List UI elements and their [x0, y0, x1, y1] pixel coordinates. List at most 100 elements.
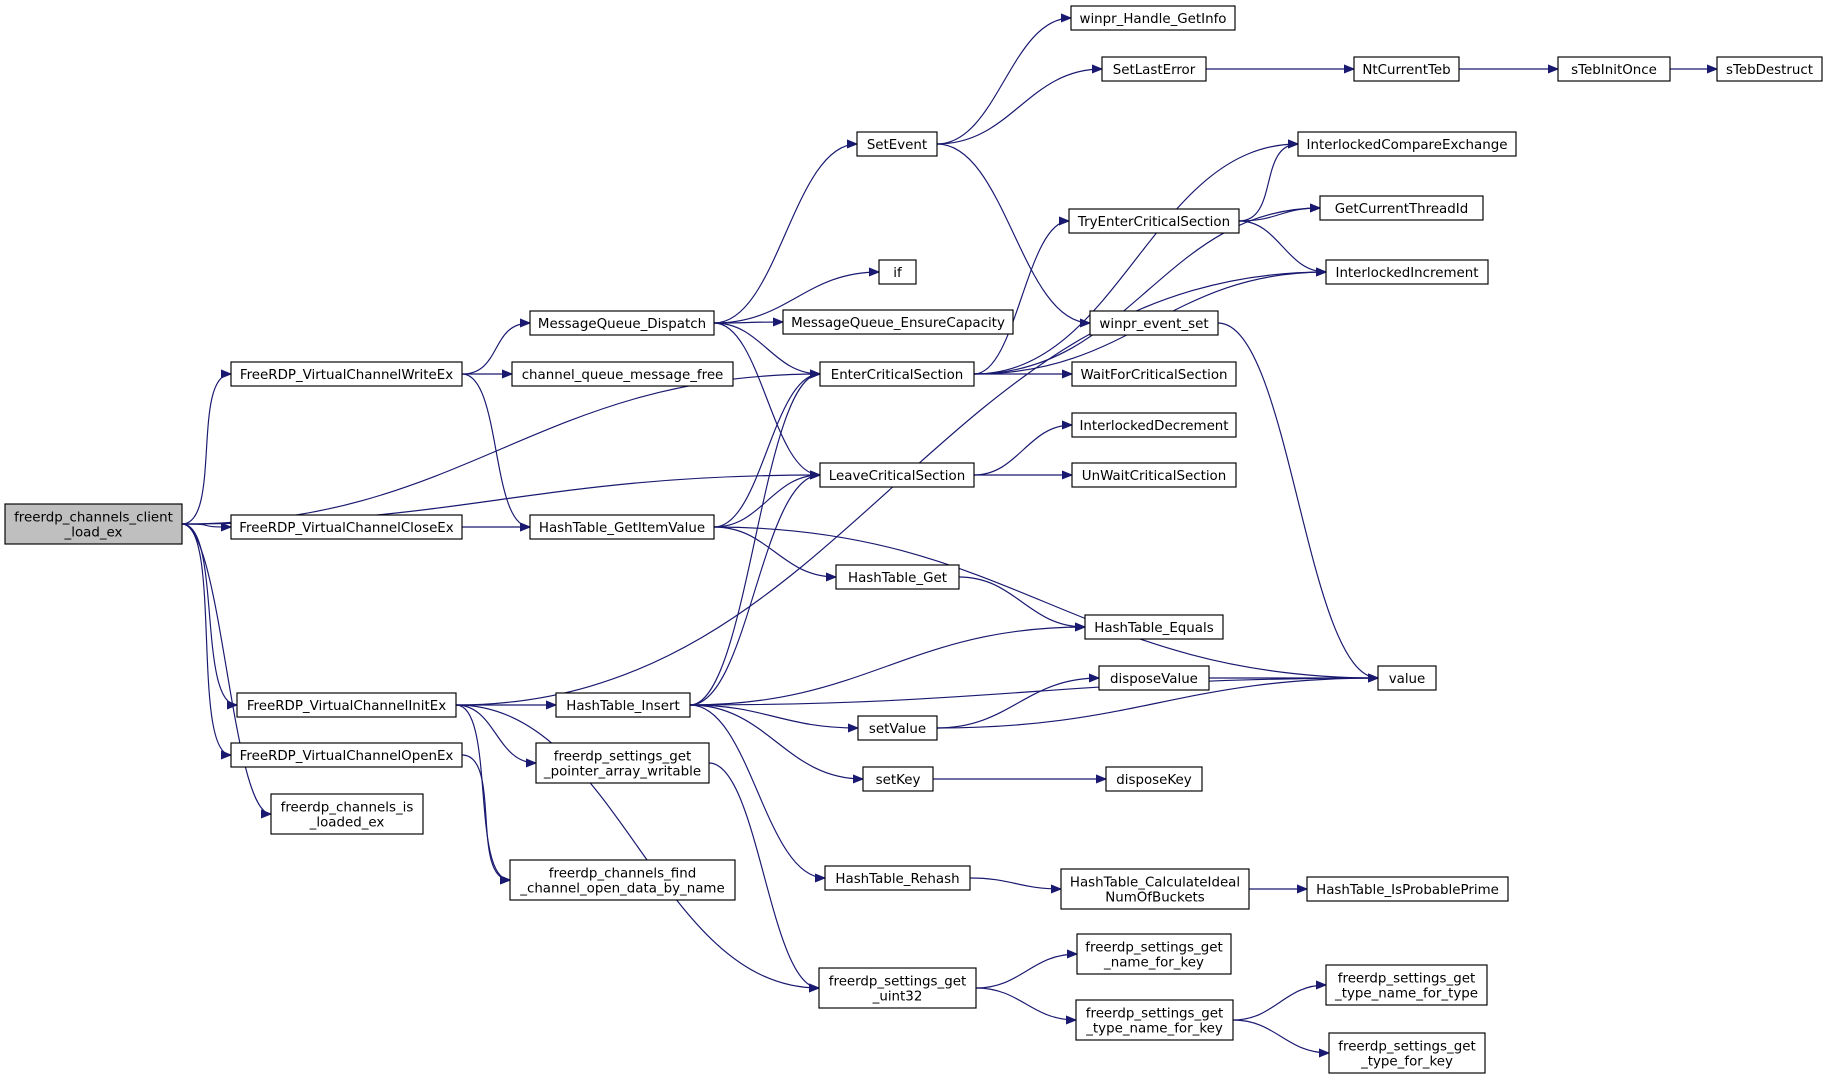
node-disposekey[interactable]: disposeKey — [1105, 766, 1203, 792]
node-root[interactable]: freerdp_channels_client_load_ex — [4, 503, 183, 545]
node-label: HashTable_Equals — [1094, 621, 1213, 636]
edge-leavecs-to-ildec — [973, 425, 1072, 476]
edge — [713, 374, 820, 528]
node-fsname[interactable]: freerdp_settings_get_name_for_key — [1076, 933, 1232, 975]
node-writeex[interactable]: FreeRDP_VirtualChannelWriteEx — [230, 361, 463, 387]
node-box — [529, 514, 715, 540]
edge — [713, 322, 820, 374]
node-label: FreeRDP_VirtualChannelCloseEx — [239, 521, 453, 536]
node-htequals[interactable]: HashTable_Equals — [1084, 614, 1224, 640]
node-label: HashTable_GetItemValue — [539, 521, 705, 536]
node-winprhandle[interactable]: winpr_Handle_GetInfo — [1070, 5, 1236, 31]
edge — [461, 373, 531, 527]
node-fstypename[interactable]: freerdp_settings_get_type_name_for_key — [1075, 999, 1234, 1041]
node-label: sTebInitOnce — [1571, 63, 1657, 78]
node-box — [1353, 56, 1460, 82]
edge — [455, 272, 1326, 706]
edge-htinsert-to-value — [689, 678, 1378, 706]
node-label: HashTable_Insert — [566, 699, 679, 714]
edge-htgetitem-to-htget — [713, 526, 836, 577]
node-leavecs[interactable]: LeaveCriticalSection — [819, 462, 975, 488]
node-box — [1105, 766, 1203, 792]
node-label: UnWaitCriticalSection — [1082, 469, 1226, 484]
edge — [713, 272, 879, 324]
node-box — [782, 309, 1014, 335]
node-box — [835, 564, 960, 590]
node-label: _type_name_for_key — [1085, 1022, 1223, 1037]
edge-writeex-to-htgetitem — [461, 373, 531, 527]
node-htisprime[interactable]: HashTable_IsProbablePrime — [1306, 876, 1509, 902]
edge — [973, 144, 1298, 375]
edge-setvalue-to-value — [936, 678, 1378, 729]
node-setlasterror[interactable]: SetLastError — [1101, 56, 1207, 82]
edge — [713, 322, 820, 475]
edge — [1232, 985, 1326, 1021]
edge-root-to-isloaded — [181, 523, 272, 814]
node-setkey[interactable]: setKey — [862, 766, 934, 792]
node-label: freerdp_settings_get — [829, 975, 966, 990]
node-label: SetEvent — [867, 138, 927, 153]
node-openex[interactable]: FreeRDP_VirtualChannelOpenEx — [230, 742, 463, 768]
node-stebdestruct[interactable]: sTebDestruct — [1716, 56, 1823, 82]
edge-winpreventset-to-value — [1217, 322, 1378, 678]
edge-tryentercs-to-getthreadid — [1238, 208, 1320, 222]
node-stebinit[interactable]: sTebInitOnce — [1557, 56, 1671, 82]
node-label: FreeRDP_VirtualChannelOpenEx — [240, 749, 454, 764]
node-ilcmpx[interactable]: InterlockedCompareExchange — [1297, 131, 1517, 157]
edge — [975, 987, 1076, 1020]
node-htget[interactable]: HashTable_Get — [835, 564, 960, 590]
node-box — [1557, 56, 1671, 82]
node-winpreventset[interactable]: winpr_event_set — [1089, 310, 1219, 336]
node-ntcurrentteb[interactable]: NtCurrentTeb — [1353, 56, 1460, 82]
node-closeex[interactable]: FreeRDP_VirtualChannelCloseEx — [230, 514, 463, 540]
node-box — [511, 361, 734, 387]
node-label: freerdp_settings_get — [1338, 972, 1475, 987]
node-box — [1328, 1032, 1486, 1074]
node-fstypenametype[interactable]: freerdp_settings_get_type_name_for_type — [1325, 964, 1488, 1006]
node-entercs[interactable]: EnterCriticalSection — [819, 361, 975, 387]
node-tryentercs[interactable]: TryEnterCriticalSection — [1068, 208, 1240, 234]
node-mqensure[interactable]: MessageQueue_EnsureCapacity — [782, 309, 1014, 335]
node-waitcs[interactable]: WaitForCriticalSection — [1071, 361, 1237, 387]
edge — [973, 425, 1072, 476]
edge-setevent-to-winpreventset — [936, 143, 1090, 323]
node-label: freerdp_channels_client — [14, 511, 173, 526]
edge-htinsert-to-leavecs — [689, 475, 820, 706]
node-ilinc[interactable]: InterlockedIncrement — [1325, 259, 1489, 285]
node-label: disposeValue — [1110, 672, 1198, 687]
node-setevent[interactable]: SetEvent — [856, 131, 938, 157]
edge-setvalue-to-disposevalue — [936, 678, 1099, 729]
edge — [958, 576, 1085, 627]
node-unwaitcs[interactable]: UnWaitCriticalSection — [1071, 462, 1237, 488]
node-htinsert[interactable]: HashTable_Insert — [555, 692, 691, 718]
node-box — [4, 503, 183, 545]
node-box — [230, 742, 463, 768]
node-fsuint32[interactable]: freerdp_settings_get_uint32 — [818, 967, 977, 1009]
node-value[interactable]: value — [1377, 665, 1437, 691]
edge-setevent-to-setlasterror — [936, 69, 1102, 145]
node-label: _type_name_for_type — [1334, 987, 1478, 1002]
node-getthreadid[interactable]: GetCurrentThreadId — [1319, 195, 1484, 221]
node-setvalue[interactable]: setValue — [857, 715, 938, 741]
node-box — [1306, 876, 1509, 902]
edge-htinsert-to-entercs — [689, 374, 820, 706]
node-box — [878, 259, 917, 285]
node-ildec[interactable]: InterlockedDecrement — [1071, 412, 1237, 438]
node-isloaded[interactable]: freerdp_channels_is_loaded_ex — [270, 793, 424, 835]
node-htrehash[interactable]: HashTable_Rehash — [824, 865, 971, 891]
node-cqfree[interactable]: channel_queue_message_free — [511, 361, 734, 387]
node-box — [1084, 614, 1224, 640]
node-mqdispatch[interactable]: MessageQueue_Dispatch — [529, 310, 715, 336]
node-label: TryEnterCriticalSection — [1077, 215, 1230, 230]
edge — [708, 762, 819, 988]
node-htgetitem[interactable]: HashTable_GetItemValue — [529, 514, 715, 540]
node-box — [1297, 131, 1517, 157]
node-disposevalue[interactable]: disposeValue — [1098, 665, 1210, 691]
node-fsgetptr[interactable]: freerdp_settings_get_pointer_array_writa… — [535, 742, 710, 784]
node-if[interactable]: if — [878, 259, 917, 285]
node-fcfind[interactable]: freerdp_channels_find_channel_open_data_… — [509, 859, 736, 901]
node-initex[interactable]: FreeRDP_VirtualChannelInitEx — [236, 692, 457, 718]
node-fstypeforkey[interactable]: freerdp_settings_get_type_for_key — [1328, 1032, 1486, 1074]
